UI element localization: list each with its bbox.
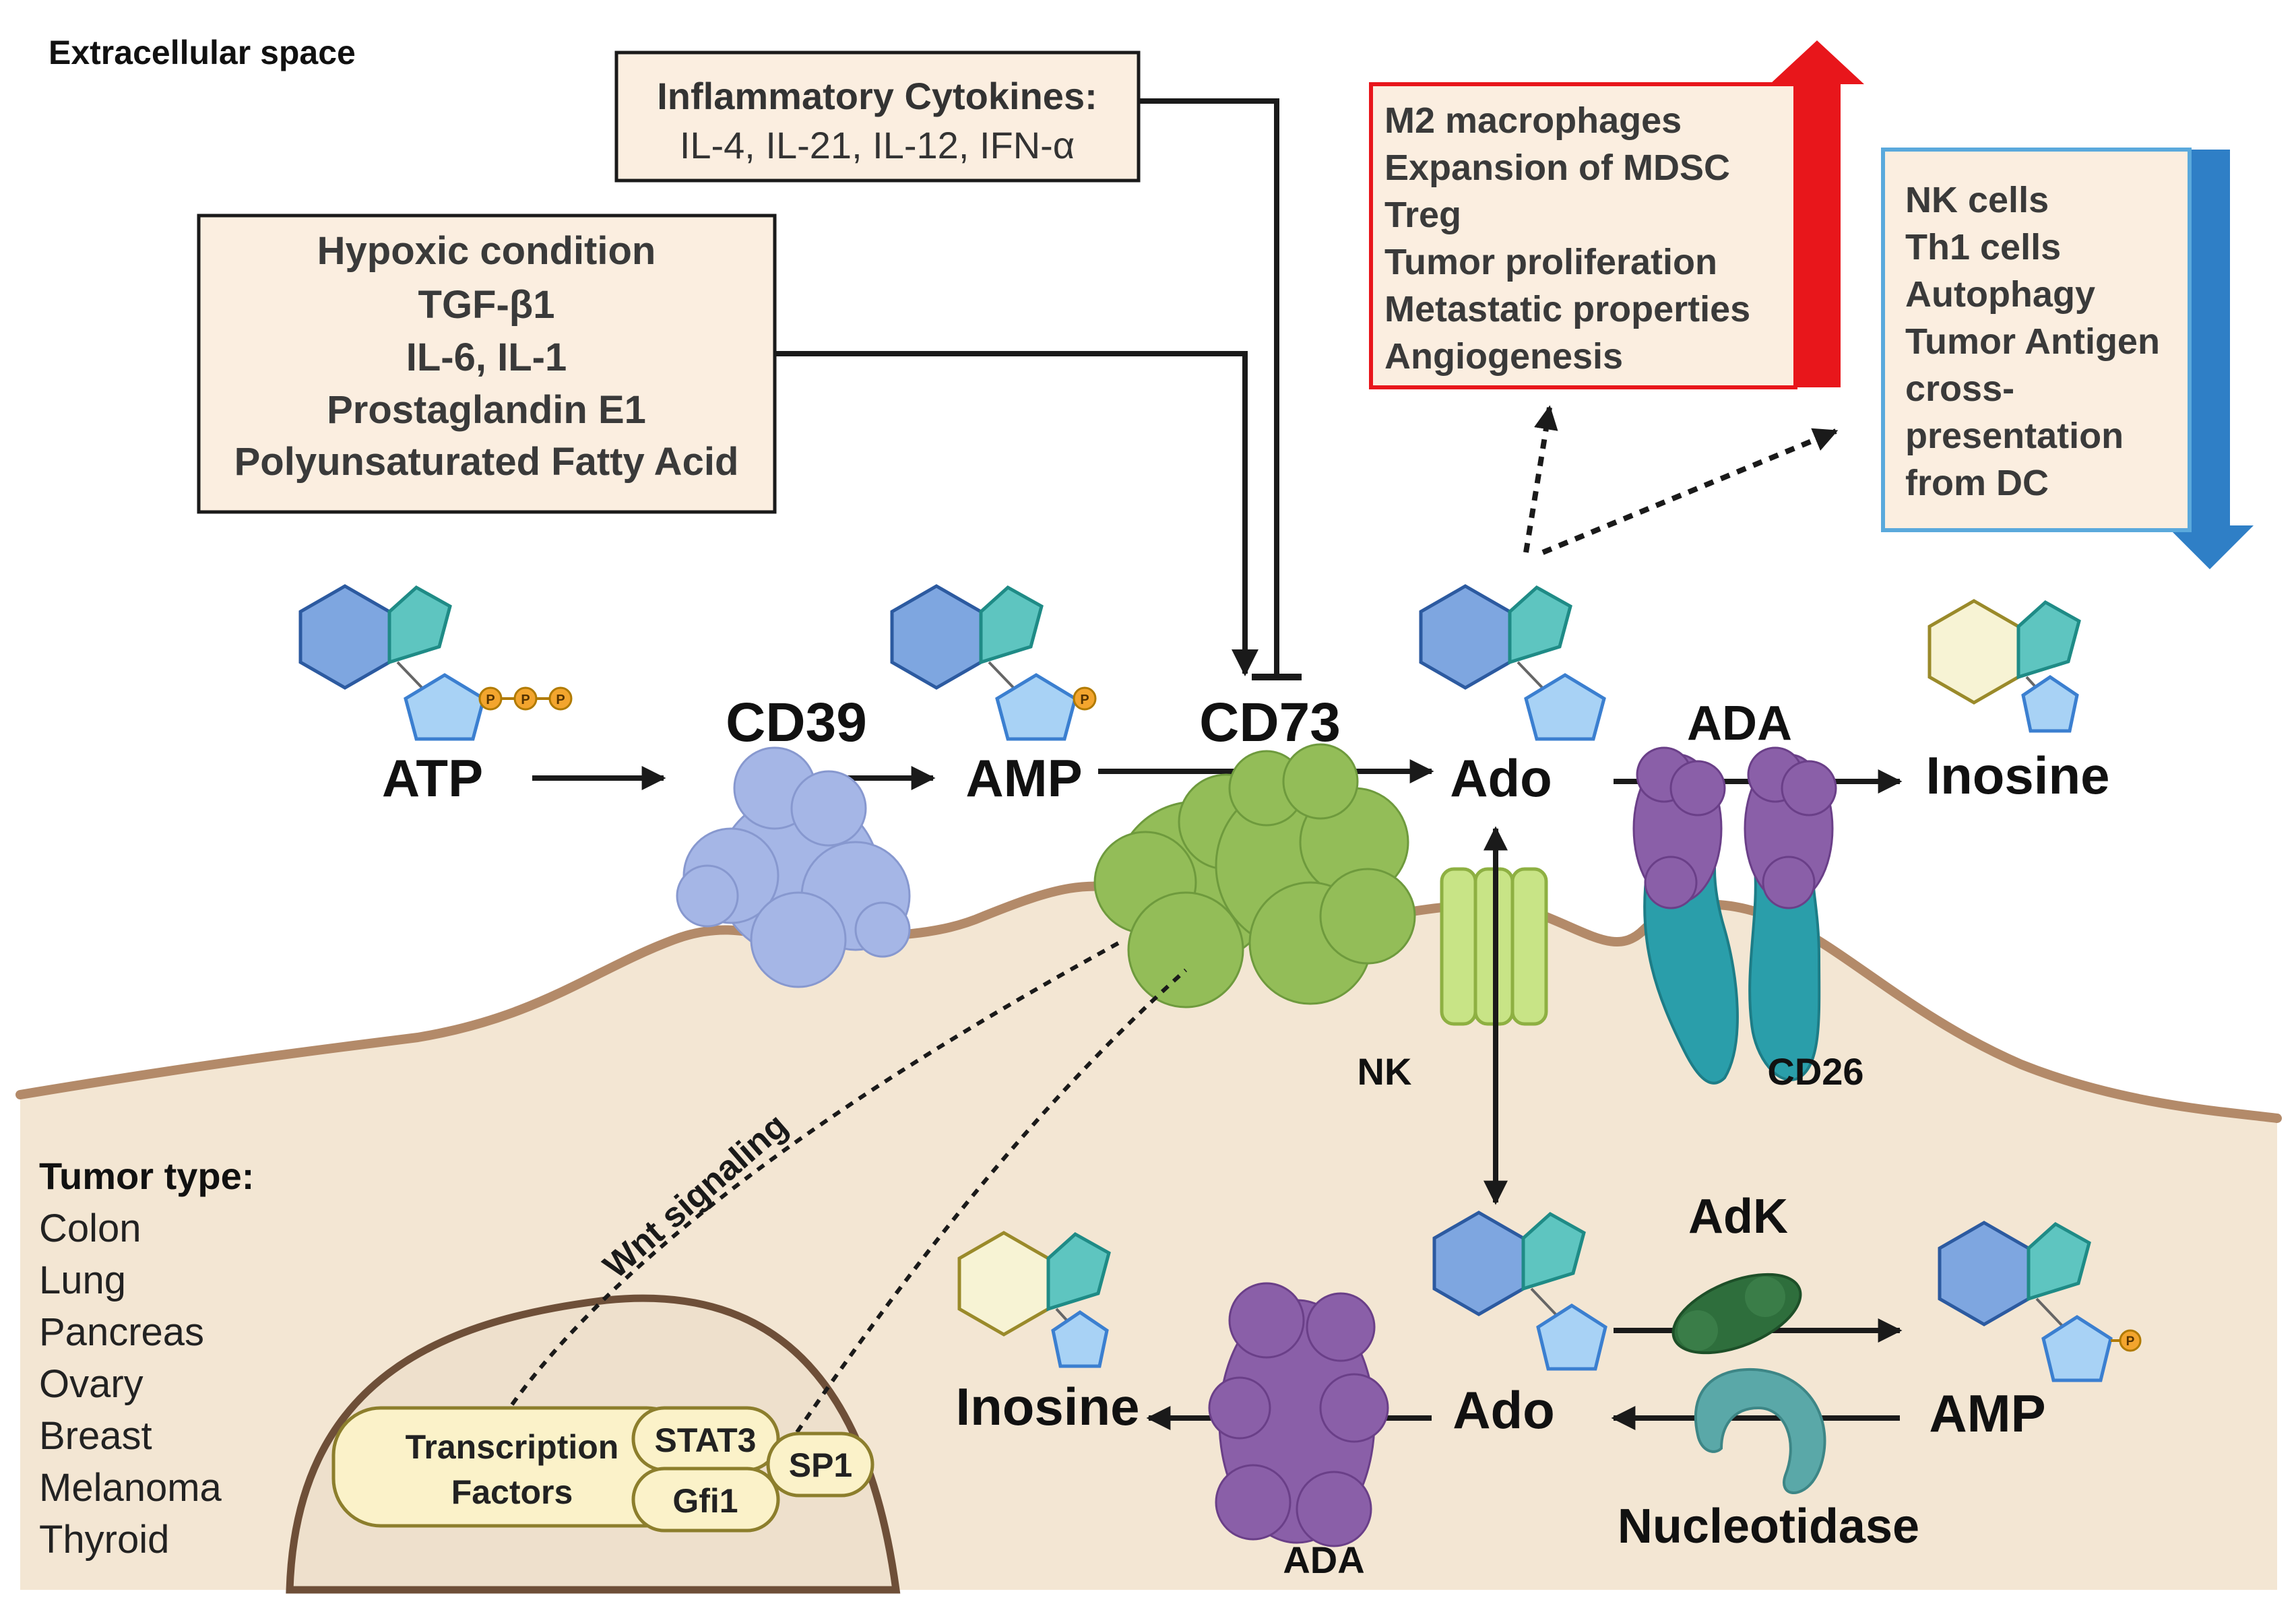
sp1-dashed-line xyxy=(786,968,1188,1446)
wnt-signaling-dashed-line xyxy=(510,941,1120,1406)
increase-item: Metastatic properties xyxy=(1384,289,1750,329)
decrease-item: Autophagy xyxy=(1905,274,2095,315)
adk-protein xyxy=(1671,1273,1802,1355)
adk-label: AdK xyxy=(1688,1190,1788,1244)
nucleotidase-protein xyxy=(1694,1368,1826,1494)
ada-bottom-label: ADA xyxy=(1283,1539,1364,1581)
hypoxic-line: IL-6, IL-1 xyxy=(406,335,567,379)
hypoxic-to-cd73-arrow xyxy=(775,351,1258,676)
tf-label: Transcription xyxy=(406,1428,619,1466)
adenosine-intracellular-icon xyxy=(1432,1211,1607,1371)
cd73-protein xyxy=(1093,743,1416,1008)
decrease-effects-box: NK cells Th1 cells Autophagy Tumor Antig… xyxy=(1881,148,2254,569)
amp-molecule-icon: P xyxy=(890,584,1097,741)
tumor-type-item: Colon xyxy=(39,1207,141,1250)
atp-molecule-icon: P P P xyxy=(298,584,573,741)
inflammatory-items: IL-4, IL-21, IL-12, IFN-α xyxy=(680,124,1075,166)
increase-item: M2 macrophages xyxy=(1384,100,1682,141)
dashed-arrow-to-decrease xyxy=(1541,428,1839,555)
ado-label: Ado xyxy=(1450,748,1552,808)
hypoxic-line: Hypoxic condition xyxy=(317,229,656,273)
inosine-intracellular-icon xyxy=(957,1231,1111,1368)
phosphate-label: P xyxy=(2126,1335,2135,1349)
dashed-arrow-to-increase xyxy=(1523,405,1558,553)
cytokines-inhibit-cd73-line xyxy=(1139,98,1279,677)
cd39-protein xyxy=(676,746,911,988)
amp-intracellular-label: AMP xyxy=(1929,1384,2045,1443)
decrease-item: from DC xyxy=(1905,463,2049,503)
phosphate-label: P xyxy=(1080,693,1089,707)
tf-label: Factors xyxy=(451,1473,573,1511)
ada-intracellular-protein xyxy=(1208,1282,1389,1547)
tumor-type-item: Breast xyxy=(39,1414,152,1458)
ada-top-label: ADA xyxy=(1687,697,1792,750)
adenosine-molecule-icon xyxy=(1419,584,1606,741)
hypoxic-condition-box: Hypoxic condition TGF-β1 IL-6, IL-1 Pros… xyxy=(197,214,777,514)
extracellular-space-label: Extracellular space xyxy=(49,34,356,71)
nucleotidase-label: Nucleotidase xyxy=(1618,1500,1919,1553)
inosine-label: Inosine xyxy=(1925,746,2109,805)
amp-label: AMP xyxy=(965,748,1082,808)
inflammatory-cytokines-box: Inflammatory Cytokines: IL-4, IL-21, IL-… xyxy=(614,51,1141,183)
tumor-type-item: Pancreas xyxy=(39,1310,204,1354)
cd39-label: CD39 xyxy=(726,692,867,753)
tumor-type-title: Tumor type: xyxy=(39,1155,254,1197)
inosine-intracellular-label: Inosine xyxy=(955,1377,1139,1436)
decrease-item: cross- xyxy=(1905,368,2014,409)
phosphate-label: P xyxy=(556,693,565,707)
stat3-label: STAT3 xyxy=(655,1421,757,1459)
decrease-item: NK cells xyxy=(1905,180,2049,220)
increase-effects-box: M2 macrophages Expansion of MDSC Treg Tu… xyxy=(1369,40,1864,389)
amp-intracellular-icon: P xyxy=(1938,1221,2142,1382)
ada-membrane-protein xyxy=(1632,746,1837,909)
phosphate-label: P xyxy=(521,693,530,707)
atp-label: ATP xyxy=(382,748,483,808)
increase-item: Angiogenesis xyxy=(1384,336,1623,377)
sp1-label: SP1 xyxy=(789,1446,853,1484)
tumor-type-list: Tumor type: Colon Lung Pancreas Ovary Br… xyxy=(39,1155,254,1562)
gfi1-label: Gfi1 xyxy=(672,1482,738,1520)
down-arrow xyxy=(2166,150,2254,569)
phosphate-label: P xyxy=(486,693,495,707)
increase-item: Treg xyxy=(1384,195,1461,235)
decrease-item: Tumor Antigen xyxy=(1905,321,2160,362)
nk-label: NK xyxy=(1358,1050,1412,1093)
increase-item: Expansion of MDSC xyxy=(1384,148,1730,188)
tumor-type-item: Thyroid xyxy=(39,1518,169,1562)
cd73-label: CD73 xyxy=(1199,692,1341,753)
transcription-factors: Transcription Factors STAT3 Gfi1 SP1 xyxy=(331,1406,874,1533)
cd26-label: CD26 xyxy=(1767,1050,1863,1093)
hypoxic-line: TGF-β1 xyxy=(418,283,555,327)
decrease-item: Th1 cells xyxy=(1905,227,2061,267)
inflammatory-title: Inflammatory Cytokines: xyxy=(657,75,1097,117)
tumor-type-item: Ovary xyxy=(39,1362,144,1406)
increase-item: Tumor proliferation xyxy=(1384,242,1717,282)
hypoxic-line: Polyunsaturated Fatty Acid xyxy=(234,440,739,484)
cd26-protein xyxy=(1643,868,1821,1085)
hypoxic-line: Prostaglandin E1 xyxy=(327,388,646,432)
decrease-item: presentation xyxy=(1905,416,2124,456)
tumor-type-item: Lung xyxy=(39,1258,126,1302)
tumor-type-item: Melanoma xyxy=(39,1466,222,1510)
inosine-molecule-icon xyxy=(1927,599,2081,733)
ado-intracellular-label: Ado xyxy=(1453,1380,1555,1440)
